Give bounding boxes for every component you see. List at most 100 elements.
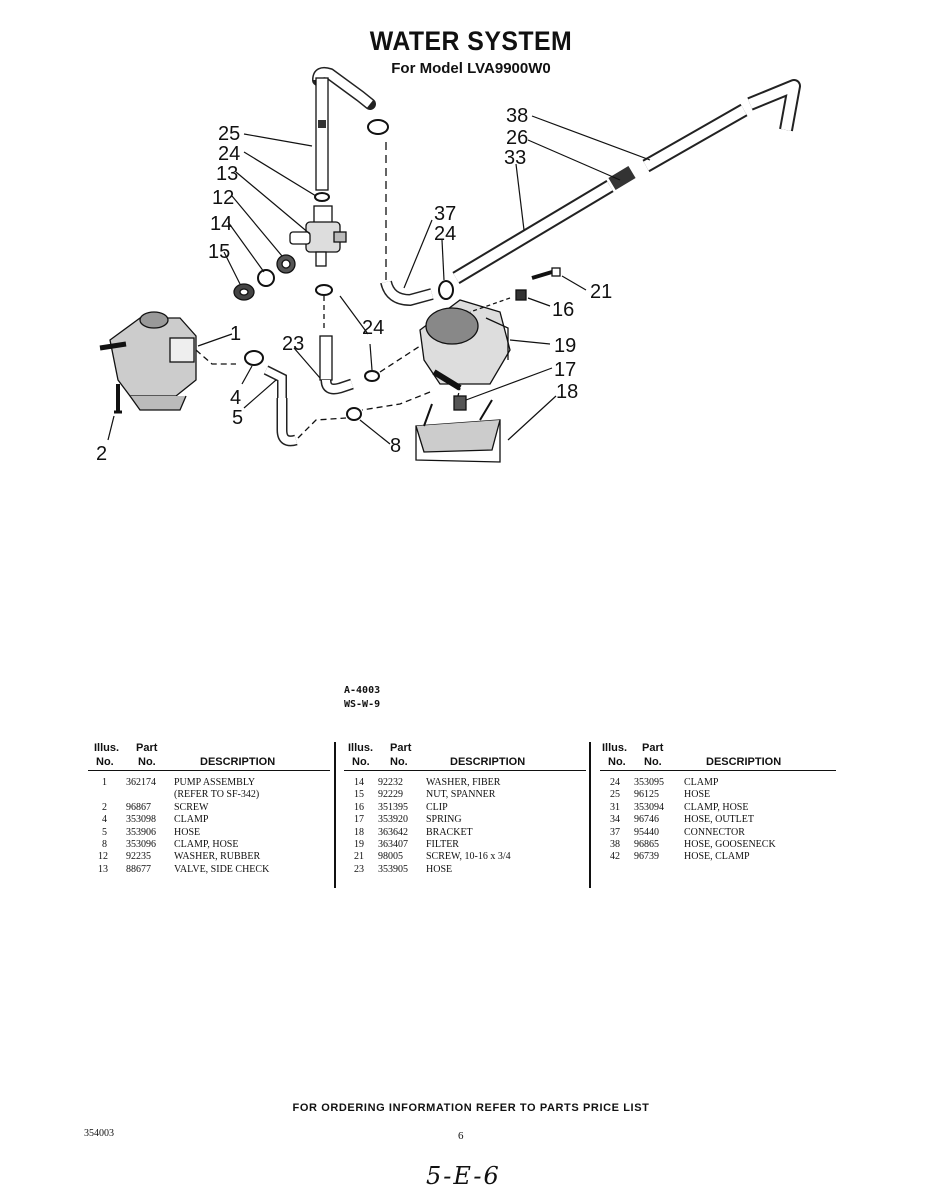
table-header-row-2: No. No. DESCRIPTION <box>88 756 330 771</box>
description: HOSE <box>174 826 201 838</box>
callout-16: 16 <box>552 299 574 321</box>
part-no: 353095 <box>634 777 664 788</box>
part-no: 92229 <box>378 789 403 801</box>
table-row: 14 92232 WASHER, FIBER <box>344 777 586 789</box>
document-number: 354003 <box>84 1128 114 1139</box>
part-no: 363642 <box>378 826 408 838</box>
description: SCREW <box>174 801 209 813</box>
header-part: Part <box>390 742 412 754</box>
part-no: 95440 <box>634 826 659 838</box>
table-row: 5 353906 HOSE <box>88 827 330 839</box>
callout-24-lower: 24 <box>362 317 384 339</box>
description: (REFER TO SF-342) <box>174 789 260 801</box>
illus-no: 37 <box>610 826 620 838</box>
header-illus: Illus. <box>94 742 120 754</box>
part-no: 353905 <box>378 863 408 875</box>
table-header-row-2: No. No. DESCRIPTION <box>600 756 836 771</box>
table-row: 25 96125 HOSE <box>600 789 836 801</box>
callout-37: 37 <box>434 203 456 225</box>
illus-no: 21 <box>354 851 364 863</box>
illus-no: 38 <box>610 838 620 850</box>
part-no: 353098 <box>126 814 156 826</box>
header-part: Part <box>642 742 664 754</box>
reference-code-1: A-4003 <box>344 685 381 696</box>
description: SCREW, 10-16 x 3/4 <box>426 851 511 863</box>
description: NUT, SPANNER <box>426 789 496 801</box>
page-subtitle: For Model LVA9900W0 <box>391 60 551 77</box>
description: CLAMP <box>174 814 209 826</box>
table-row: (REFER TO SF-342) <box>88 789 330 801</box>
callout-8: 8 <box>390 435 401 457</box>
description: BRACKET <box>426 826 473 838</box>
description: CONNECTOR <box>684 826 745 838</box>
header-description: DESCRIPTION <box>706 756 782 768</box>
table-header-row-1: Illus. Part <box>344 742 586 756</box>
description: CLAMP, HOSE <box>684 801 749 813</box>
description: HOSE, OUTLET <box>684 814 754 826</box>
column-divider-2 <box>589 742 591 888</box>
header-no-illus: No. <box>96 756 114 768</box>
description: FILTER <box>426 838 459 850</box>
header-no-illus: No. <box>608 756 626 768</box>
illus-no: 19 <box>354 838 364 850</box>
description: WASHER, FIBER <box>426 777 501 788</box>
ordering-note: FOR ORDERING INFORMATION REFER TO PARTS … <box>292 1102 650 1114</box>
column-divider-1 <box>334 742 336 888</box>
illus-no: 8 <box>102 838 107 850</box>
part-no: 96125 <box>634 789 659 801</box>
header-no-illus: No. <box>352 756 370 768</box>
table-row: 15 92229 NUT, SPANNER <box>344 789 586 801</box>
illus-no: 18 <box>354 826 364 838</box>
description: HOSE <box>684 789 711 801</box>
table-rows: 14 92232 WASHER, FIBER 15 92229 NUT, SPANNER… <box>344 777 586 876</box>
part-no: 353094 <box>634 801 664 813</box>
table-header-row-1: Illus. Part <box>600 742 836 756</box>
callout-2: 2 <box>96 443 107 465</box>
header-description: DESCRIPTION <box>450 756 526 768</box>
page-number: 6 <box>458 1130 464 1142</box>
callout-12: 12 <box>212 187 234 209</box>
part-no: 353906 <box>126 826 156 838</box>
header-no-part: No. <box>644 756 662 768</box>
illus-no: 16 <box>354 801 364 813</box>
illus-no: 15 <box>354 789 364 801</box>
description: CLAMP <box>684 777 719 788</box>
description: HOSE <box>426 863 453 875</box>
callout-25: 25 <box>218 123 240 145</box>
part-no: 353920 <box>378 814 408 826</box>
illus-no: 23 <box>354 863 364 875</box>
callout-38: 38 <box>506 105 528 127</box>
callout-1: 1 <box>230 323 241 345</box>
callout-21: 21 <box>590 281 612 303</box>
header-no-part: No. <box>390 756 408 768</box>
part-no: 353096 <box>126 838 156 850</box>
header-illus: Illus. <box>602 742 628 754</box>
water-system-diagram: 25 24 13 12 14 15 1 2 23 4 5 8 24 37 24 … <box>96 66 801 465</box>
reference-codes: A-4003 WS-W-9 <box>344 684 380 712</box>
callout-14: 14 <box>210 213 232 235</box>
illus-no: 1 <box>102 777 107 788</box>
illus-no: 12 <box>98 851 108 863</box>
callout-15: 15 <box>208 241 230 263</box>
callout-17: 17 <box>554 359 576 381</box>
illus-no: 5 <box>102 826 107 838</box>
description: PUMP ASSEMBLY <box>174 777 256 788</box>
illus-no: 2 <box>102 801 107 813</box>
part-no: 92232 <box>378 777 403 788</box>
callout-23: 23 <box>282 333 304 355</box>
illus-no: 25 <box>610 789 620 801</box>
callout-18: 18 <box>556 381 578 403</box>
callout-5: 5 <box>232 407 243 429</box>
callout-19: 19 <box>554 335 576 357</box>
illus-no: 14 <box>354 777 364 788</box>
